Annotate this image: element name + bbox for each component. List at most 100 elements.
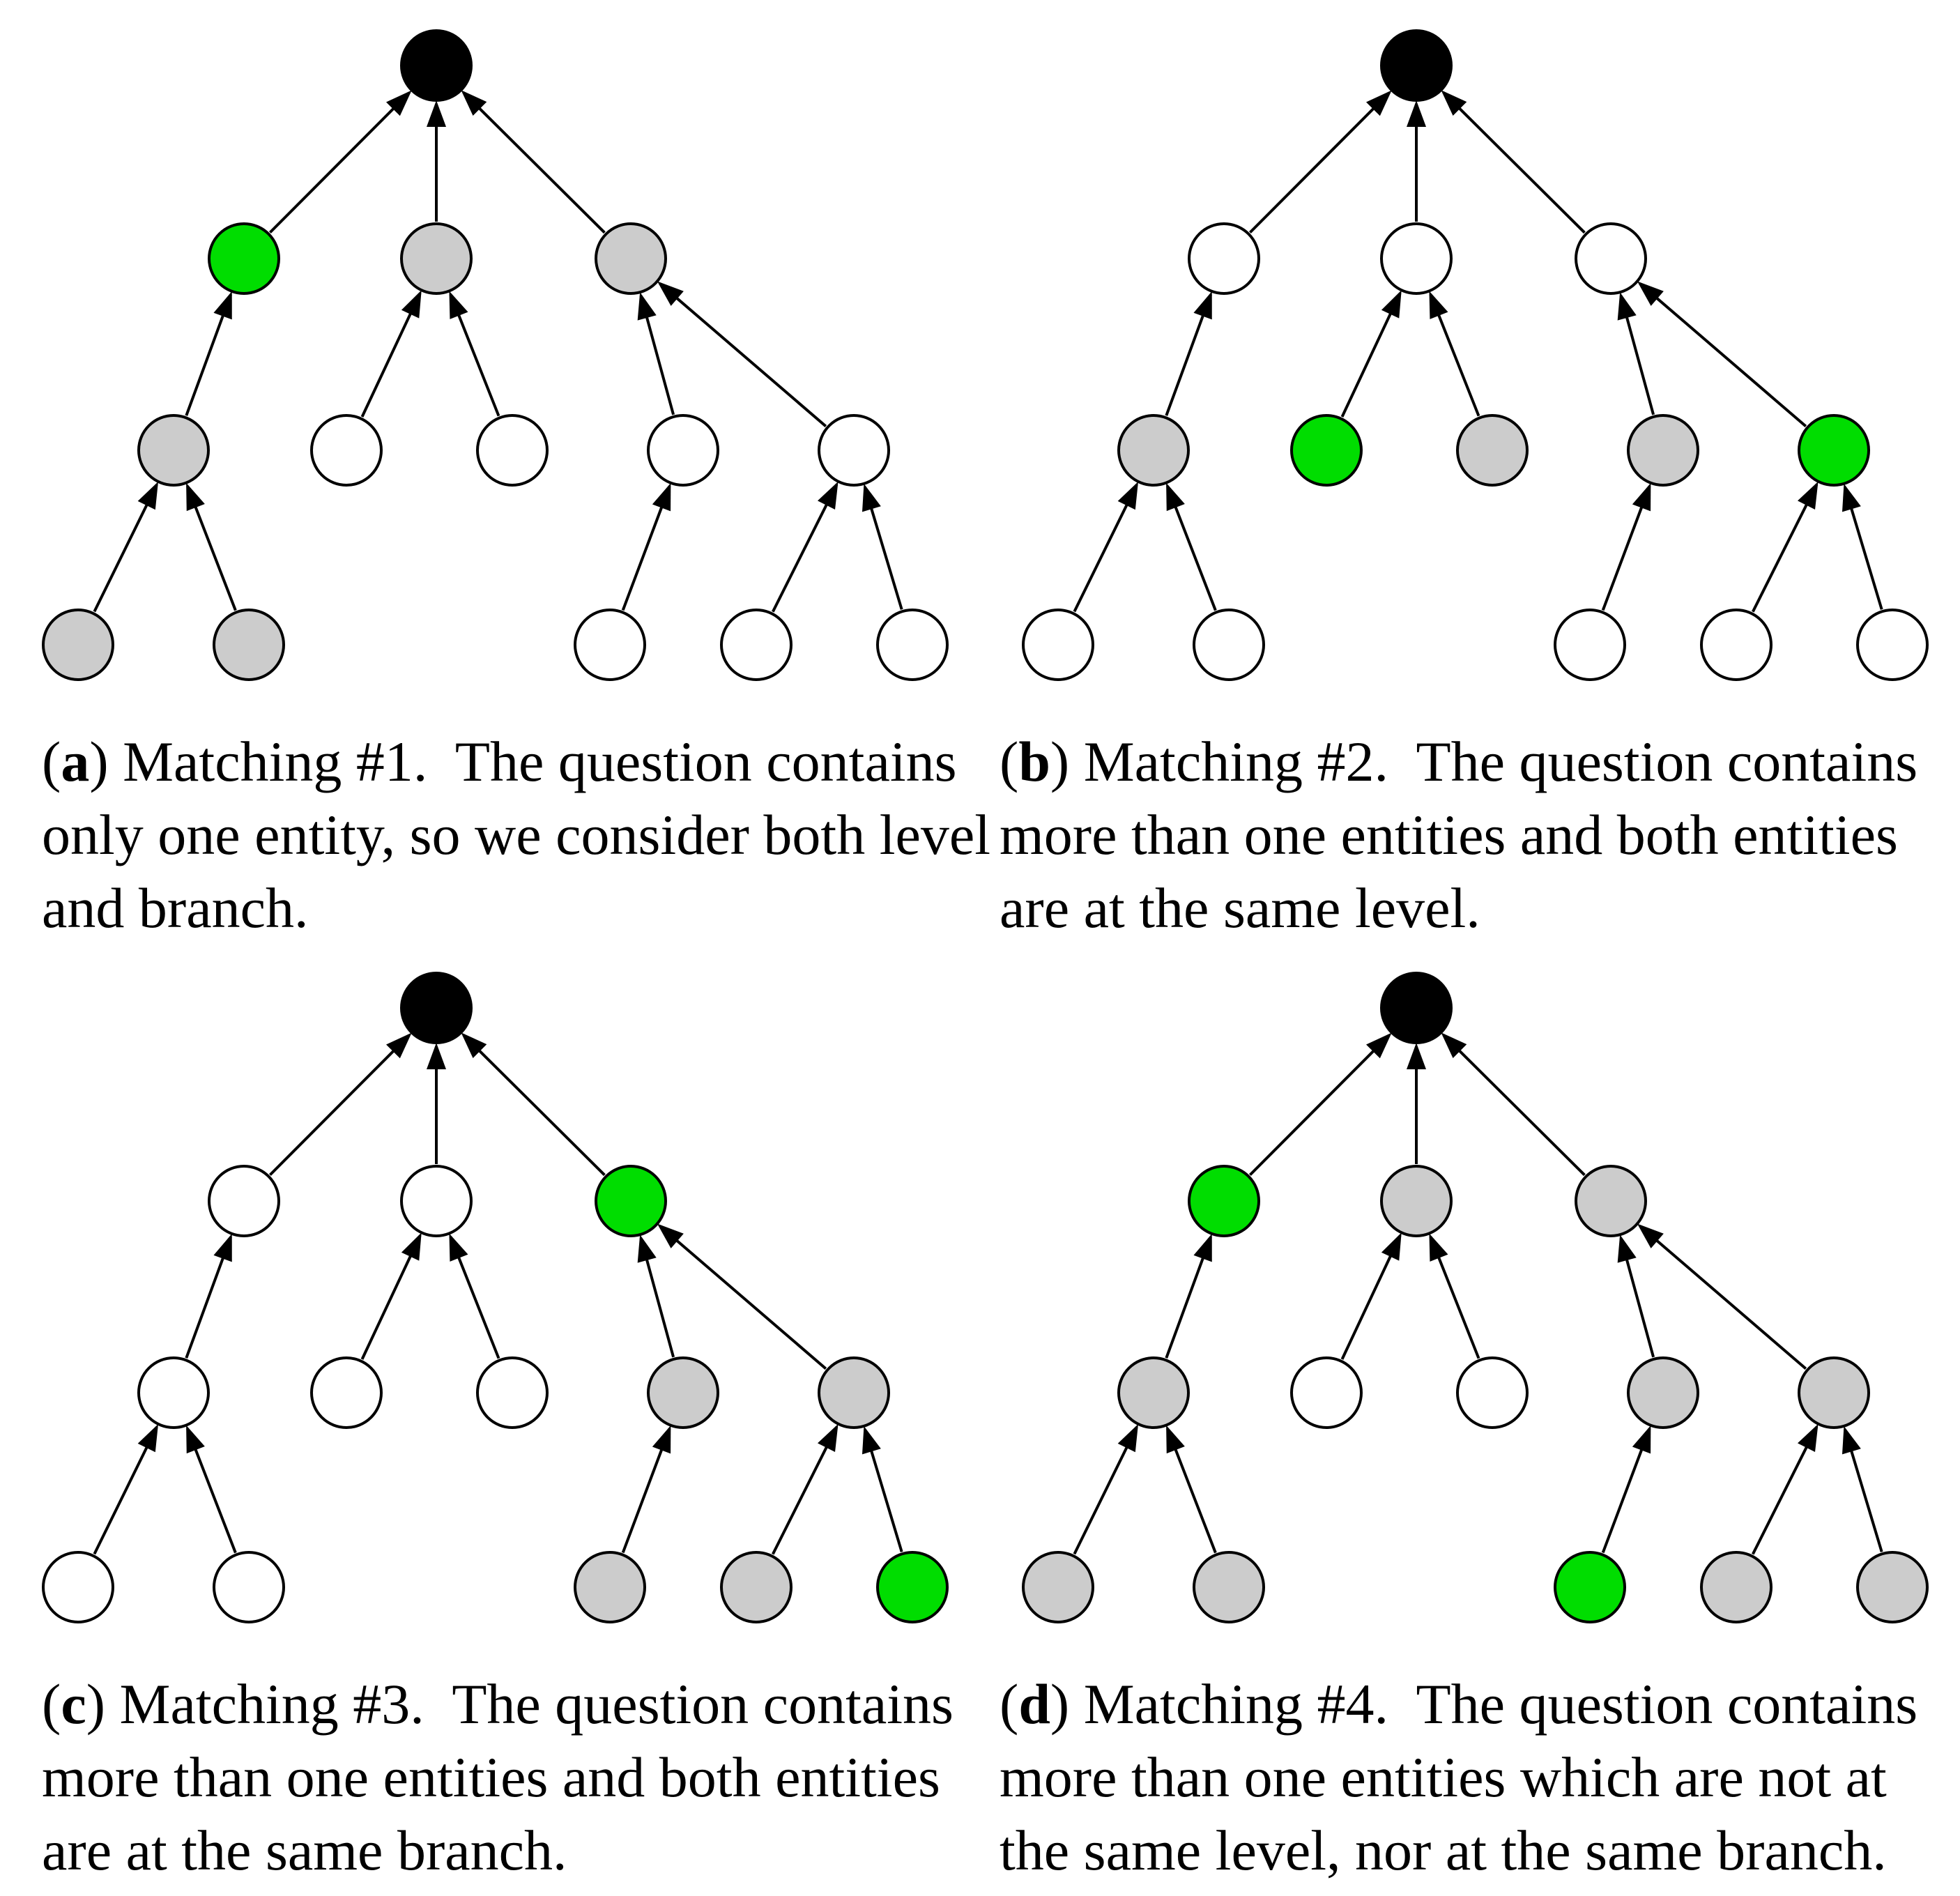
edge-arrow [1166, 482, 1217, 611]
edge-arrow [461, 90, 606, 234]
tree-node [1456, 414, 1529, 487]
edge-arrow [1617, 292, 1655, 415]
edge-arrow [186, 482, 237, 611]
caption-label: (a) [42, 730, 109, 793]
edge-arrow [1165, 291, 1212, 416]
tree-node [1290, 414, 1363, 487]
tree-node [400, 222, 473, 295]
edge-arrow [1637, 281, 1807, 428]
panel-c: (c) Matching #3. The question contains m… [0, 942, 980, 1896]
caption-line: more than one entities which are not at [1000, 1745, 1887, 1809]
tree-node [876, 1551, 949, 1623]
edge-arrow [637, 1234, 675, 1358]
caption-c: (c) Matching #3. The question contains m… [42, 1667, 954, 1887]
edge-arrow [621, 482, 671, 611]
edge-arrow [186, 1425, 237, 1554]
panel-a: (a) Matching #1. The question contains o… [0, 0, 990, 954]
edge-arrow [1340, 290, 1402, 418]
tree-node [1456, 1356, 1529, 1429]
panel-b: (b) Matching #2. The question contains m… [980, 0, 1960, 954]
tree-node [818, 414, 890, 487]
tree-node [208, 222, 280, 295]
edge-arrow [185, 291, 232, 416]
edge-arrow [1166, 1425, 1217, 1554]
tree-node [574, 609, 646, 681]
caption-label: (c) [42, 1672, 106, 1736]
tree-node [1554, 609, 1626, 681]
caption-line: the same level, nor at the same branch. [1000, 1819, 1887, 1882]
caption-text: Matching #2. The question contains [1069, 730, 1918, 793]
panel-d: (d) Matching #4. The question contains m… [980, 942, 1960, 1896]
tree-node [1193, 1551, 1265, 1623]
edge-arrow [1601, 482, 1651, 611]
edge-arrow [268, 1032, 412, 1176]
caption-line: are at the same level. [1000, 876, 1480, 940]
edge-arrow [449, 1233, 500, 1359]
tree-node [476, 414, 549, 487]
edge-arrow [772, 1423, 839, 1555]
tree-node [476, 1356, 549, 1429]
edge-arrow [772, 481, 839, 613]
edge-arrow [360, 1232, 422, 1360]
edge-arrow [862, 483, 903, 610]
tree-node [595, 1165, 667, 1237]
tree-node [137, 1356, 210, 1429]
tree-node [1627, 414, 1699, 487]
tree-diagram-d [1022, 972, 1929, 1623]
edge-arrow [1752, 1423, 1819, 1555]
tree-node [310, 414, 383, 487]
edge-arrow [1842, 1425, 1883, 1552]
caption-a: (a) Matching #1. The question contains o… [42, 725, 990, 945]
caption-b: (b) Matching #2. The question contains m… [1000, 725, 1917, 945]
caption-line: are at the same branch. [42, 1819, 567, 1882]
edge-arrow [1165, 1233, 1212, 1359]
tree-node [1575, 1165, 1647, 1237]
tree-node [1798, 414, 1870, 487]
edge-arrow [360, 290, 422, 418]
tree-diagram-c [42, 972, 949, 1623]
edge-arrow [637, 292, 675, 415]
edge-arrow [1248, 1032, 1392, 1176]
tree-node [876, 609, 949, 681]
caption-label: (d) [1000, 1672, 1070, 1736]
caption-label: (b) [1000, 730, 1070, 793]
tree-diagram-a [42, 29, 949, 681]
edge-arrow [1429, 291, 1480, 417]
tree-node [647, 1356, 719, 1429]
caption-line: (d) Matching #4. The question contains [1000, 1667, 1917, 1741]
caption-text: Matching #1. The question contains [108, 730, 957, 793]
caption-text: Matching #3. The question contains [105, 1672, 954, 1736]
tree-node [1188, 222, 1260, 295]
tree-node [1022, 609, 1094, 681]
tree-node [574, 1551, 646, 1623]
tree-node [1022, 1551, 1094, 1623]
edge-arrow [1601, 1425, 1651, 1554]
edge-arrow [461, 1032, 606, 1177]
tree-node [1856, 1551, 1929, 1623]
tree-node [1188, 1165, 1260, 1237]
tree-node [213, 1551, 285, 1623]
caption-line: and branch. [42, 876, 309, 940]
edge-arrow [268, 90, 412, 234]
tree-node [1193, 609, 1265, 681]
tree-root-node [400, 29, 473, 102]
tree-node [1627, 1356, 1699, 1429]
tree-node [647, 414, 719, 487]
edge-arrow [657, 281, 827, 428]
caption-line: more than one entities and both entities [42, 1745, 940, 1809]
tree-node [310, 1356, 383, 1429]
tree-node [720, 609, 793, 681]
caption-line: (a) Matching #1. The question contains [42, 725, 990, 798]
tree-node [1700, 609, 1773, 681]
edge-arrow [1842, 483, 1883, 610]
edge-arrow [1429, 1233, 1480, 1359]
caption-line: (c) Matching #3. The question contains [42, 1667, 954, 1741]
caption-text: Matching #4. The question contains [1069, 1672, 1918, 1736]
tree-root-node [1380, 972, 1453, 1044]
tree-node [213, 609, 285, 681]
edge-arrow [1340, 1232, 1402, 1360]
edge-arrow [93, 1423, 159, 1555]
tree-node [400, 1165, 473, 1237]
tree-node [1290, 1356, 1363, 1429]
tree-node [818, 1356, 890, 1429]
